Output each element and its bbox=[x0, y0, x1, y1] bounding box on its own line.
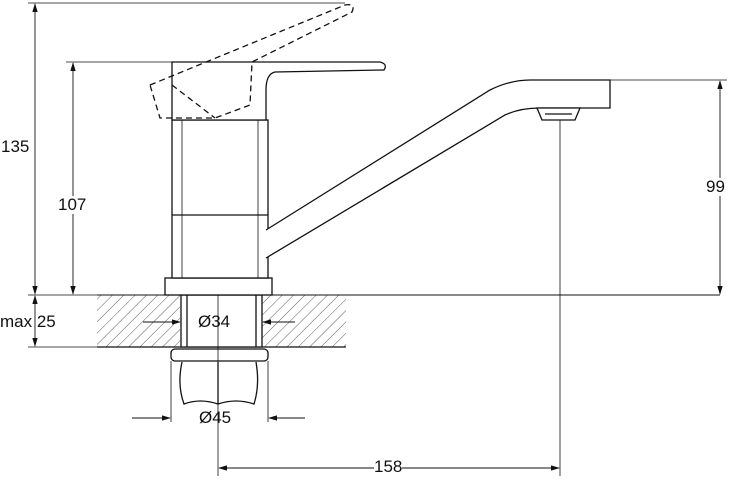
dimension-spout-reach: 158 bbox=[374, 457, 403, 476]
dimension-handle-height: 107 bbox=[58, 195, 87, 214]
lever-handle-raised bbox=[149, 4, 354, 119]
dimension-hole-diameter: Ø34 bbox=[198, 312, 231, 331]
faucet-body bbox=[164, 119, 273, 296]
lever-handle bbox=[171, 61, 386, 121]
spout bbox=[265, 79, 611, 259]
shank bbox=[180, 294, 263, 348]
dimension-spout-height: 99 bbox=[706, 177, 725, 196]
mounting-nut bbox=[170, 348, 269, 405]
dimension-max-counter-thickness: max 25 bbox=[0, 312, 56, 331]
dimension-nut-diameter: Ø45 bbox=[199, 408, 232, 427]
countertop-section bbox=[28, 294, 720, 348]
dimension-total-height: 135 bbox=[1, 137, 30, 156]
